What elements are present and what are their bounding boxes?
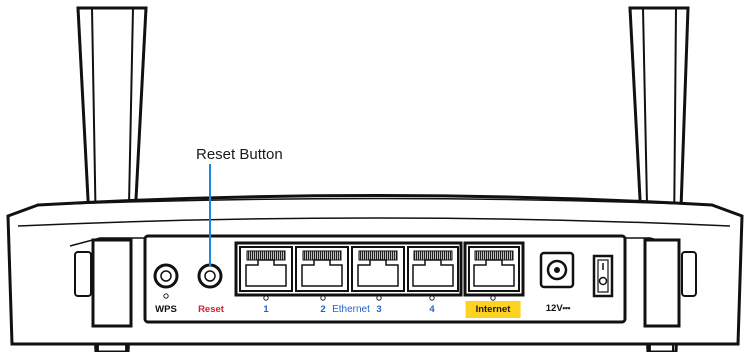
power-switch [592,254,614,298]
wps-led [163,293,169,299]
port-1-label: 1 [263,304,269,315]
port-3-label: 3 [376,304,382,315]
reset-label: Reset [198,304,224,315]
wps-button [153,263,179,289]
power-label: 12V⎓ [545,303,571,314]
wps-label: WPS [155,304,177,315]
ethernet-port-1 [239,246,293,292]
ethernet-port-2 [295,246,349,292]
port-4-label: 4 [429,304,435,315]
reset-button [197,263,223,289]
antenna-base-left [74,238,133,328]
power-port [539,251,575,289]
antenna-base-right [643,238,697,328]
port-2-label: 2 [320,304,326,315]
ethernet-port-4 [407,246,459,292]
ethernet-label: Ethernet [332,304,370,315]
internet-port [463,241,525,297]
ethernet-port-3 [351,246,405,292]
internet-label: Internet [465,301,521,318]
reset-button-callout-label: Reset Button [196,146,283,163]
